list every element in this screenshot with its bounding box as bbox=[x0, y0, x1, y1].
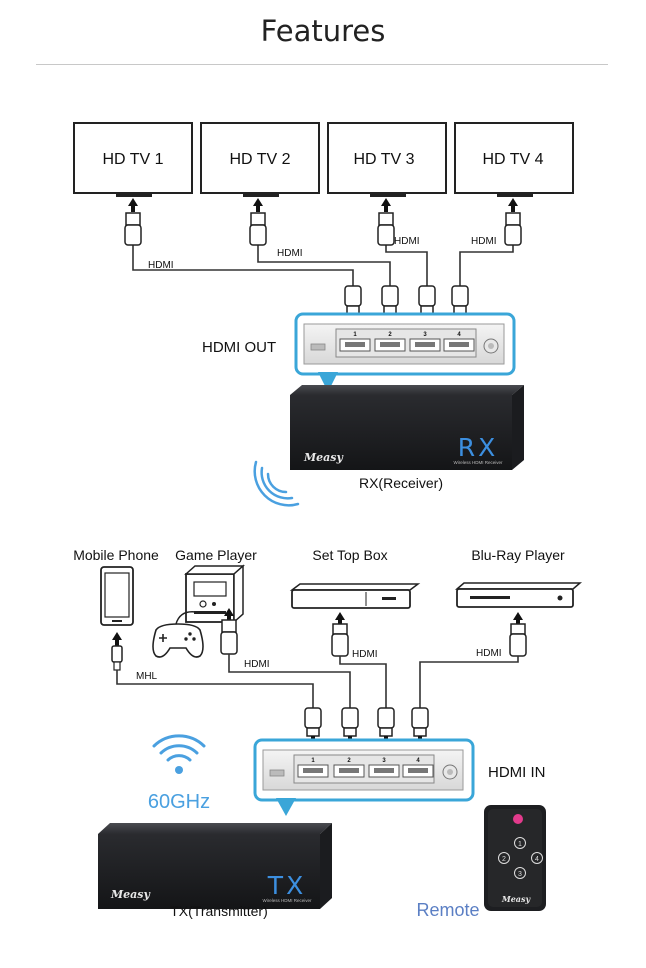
tv-label: HD TV 3 bbox=[353, 151, 414, 168]
cable-label: HDMI bbox=[394, 236, 420, 247]
tx-cables bbox=[116, 654, 519, 708]
device-subtitle: Wireless HDMI Receiver bbox=[453, 460, 503, 465]
source-label: Set Top Box bbox=[312, 547, 387, 563]
set-top-box-icon bbox=[289, 583, 421, 609]
wireless-signal-icon bbox=[253, 460, 300, 507]
hdmi-plug-icon bbox=[249, 198, 267, 246]
hdmi-plug-icon bbox=[344, 285, 362, 326]
hdmi-out-label: HDMI OUT bbox=[202, 339, 276, 356]
device-code: RX bbox=[458, 433, 499, 462]
cable-label: HDMI bbox=[476, 648, 502, 659]
port-number: 3 bbox=[423, 332, 427, 338]
remote-button-label: 3 bbox=[518, 871, 522, 878]
remote-button bbox=[514, 837, 526, 849]
port-number: 4 bbox=[416, 758, 420, 764]
hdmi-plug-icon bbox=[377, 198, 395, 246]
tv-label: HD TV 2 bbox=[229, 151, 290, 168]
hdmi-port: 2 bbox=[333, 758, 365, 778]
hdmi-port: 1 bbox=[339, 332, 371, 352]
source-label: Mobile Phone bbox=[73, 547, 159, 563]
device-subtitle: Wireless HDMI Receiver bbox=[262, 898, 312, 903]
tv-label: HD TV 4 bbox=[482, 151, 543, 168]
remote-brand: Measy bbox=[501, 894, 532, 904]
tv-1: HD TV 1 bbox=[73, 122, 193, 197]
hdmi-port: 4 bbox=[402, 758, 434, 778]
remote-label: Remote bbox=[416, 900, 479, 920]
hdmi-port: 3 bbox=[409, 332, 441, 352]
remote-button-label: 4 bbox=[535, 856, 539, 863]
tv-label: HD TV 1 bbox=[102, 151, 163, 168]
tx-transmitter-device: Measy TX Wireless HDMI Receiver bbox=[98, 823, 332, 909]
title-divider bbox=[36, 64, 608, 65]
cable-label: MHL bbox=[136, 671, 158, 682]
rx-receiver-device: Measy RX Wireless HDMI Receiver bbox=[290, 385, 524, 470]
hdmi-in-label: HDMI IN bbox=[488, 764, 546, 781]
hdmi-plug-icon bbox=[504, 198, 522, 246]
cable-label: HDMI bbox=[148, 260, 174, 271]
port-number: 3 bbox=[382, 758, 386, 764]
cable-label: HDMI bbox=[471, 236, 497, 247]
rx-port-panel bbox=[294, 312, 516, 392]
tv-3: HD TV 3 bbox=[327, 122, 447, 197]
frequency-label: 60GHz bbox=[148, 791, 210, 813]
port-number: 1 bbox=[353, 332, 357, 338]
remote-button-label: 1 bbox=[518, 841, 522, 848]
rx-caption: RX(Receiver) bbox=[359, 475, 443, 491]
remote-button bbox=[531, 852, 543, 864]
tv-4: HD TV 4 bbox=[454, 122, 574, 197]
tx-port-panel bbox=[253, 738, 475, 816]
wireless-signal-icon bbox=[152, 734, 206, 762]
remote-control-icon: 1 2 4 3 Measy bbox=[484, 805, 546, 911]
hdmi-plug-icon bbox=[331, 612, 349, 657]
hdmi-plug-icon bbox=[451, 285, 469, 326]
hdmi-plug-icon bbox=[509, 612, 527, 657]
port-number: 1 bbox=[311, 758, 315, 764]
rx-cables bbox=[132, 245, 514, 286]
port-number: 4 bbox=[457, 332, 461, 338]
page-title: Features bbox=[260, 14, 386, 48]
port-number: 2 bbox=[388, 332, 392, 338]
tv-2: HD TV 2 bbox=[200, 122, 320, 197]
game-console-icon bbox=[184, 564, 245, 624]
hdmi-port: 2 bbox=[374, 332, 406, 352]
hdmi-port: 4 bbox=[443, 332, 475, 352]
remote-power-button bbox=[513, 814, 523, 824]
wireless-signal-dot bbox=[175, 766, 183, 774]
game-controller-icon bbox=[152, 611, 204, 658]
device-brand: Measy bbox=[110, 888, 151, 901]
port-number: 2 bbox=[347, 758, 351, 764]
source-label: Game Player bbox=[175, 547, 257, 563]
hdmi-port: 1 bbox=[297, 758, 329, 778]
cable-label: HDMI bbox=[244, 659, 270, 670]
hdmi-plug-icon bbox=[418, 285, 436, 326]
remote-button bbox=[498, 852, 510, 864]
device-code: TX bbox=[267, 871, 306, 900]
device-brand: Measy bbox=[303, 451, 344, 464]
mobile-phone-icon bbox=[100, 566, 134, 626]
hdmi-plug-icon bbox=[124, 198, 142, 246]
cable-label: HDMI bbox=[277, 248, 303, 259]
hdmi-port: 3 bbox=[368, 758, 400, 778]
remote-button-label: 2 bbox=[502, 856, 506, 863]
source-label: Blu-Ray Player bbox=[471, 547, 565, 563]
micro-usb-plug-icon bbox=[111, 632, 123, 671]
tx-caption: TX(Transmitter) bbox=[170, 903, 267, 919]
blu-ray-player-icon bbox=[454, 582, 583, 608]
cable-label: HDMI bbox=[352, 649, 378, 660]
remote-button bbox=[514, 867, 526, 879]
